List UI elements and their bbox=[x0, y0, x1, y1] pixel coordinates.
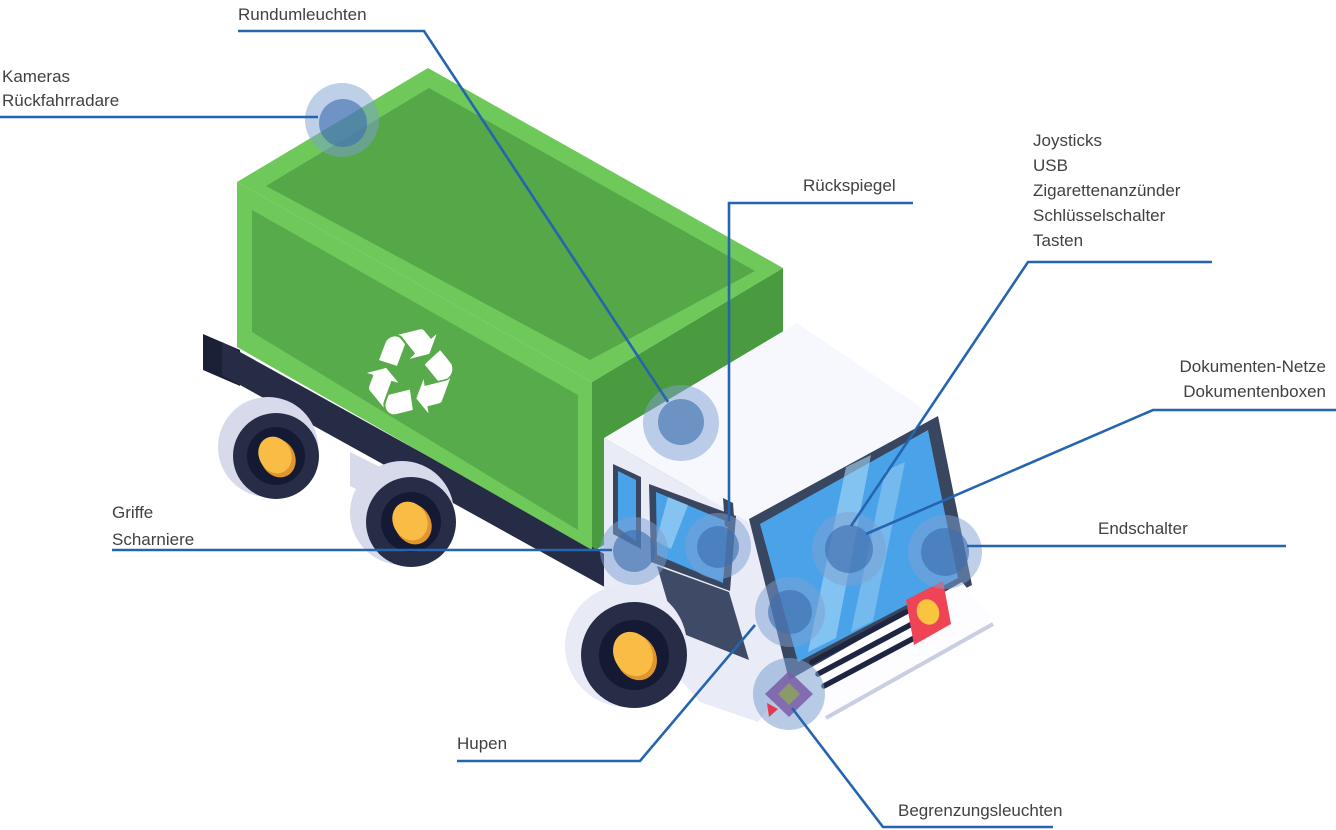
leader-begrenzungsleuchten bbox=[790, 707, 1053, 829]
leader-lines bbox=[0, 29, 1336, 829]
marker-kameras-rueckfahrradare bbox=[305, 83, 379, 157]
label-line: Tasten bbox=[1033, 231, 1084, 250]
label-line: Dokumentenboxen bbox=[1183, 382, 1326, 401]
label-line: Rückspiegel bbox=[803, 176, 896, 195]
label-line: Schlüsselschalter bbox=[1033, 206, 1166, 225]
container-front-face-panel bbox=[252, 210, 578, 530]
marker-endschalter bbox=[908, 515, 982, 589]
rear-wheel-1 bbox=[218, 397, 319, 499]
marker-rueckspiegel bbox=[685, 513, 751, 579]
label-line: Rundumleuchten bbox=[238, 5, 367, 24]
label-line: Kameras bbox=[2, 67, 71, 86]
recycling-icon: ♻ bbox=[349, 294, 471, 457]
rear-wheel-2 bbox=[350, 461, 456, 567]
label-line: Dokumenten-Netze bbox=[1179, 357, 1326, 376]
corner-light-red-tip bbox=[767, 703, 778, 717]
label-griffe-scharniere: Griffe Scharniere bbox=[112, 499, 194, 553]
label-line: Joysticks bbox=[1033, 131, 1102, 150]
corner-light-lens bbox=[778, 683, 800, 705]
marker-begrenzungsleuchte bbox=[753, 658, 825, 730]
label-rueckspiegel: Rückspiegel bbox=[803, 173, 896, 198]
marker-rundumleuchten bbox=[643, 385, 719, 461]
label-rundumleuchten: Rundumleuchten bbox=[238, 2, 367, 27]
leader-cockpit bbox=[849, 260, 1212, 527]
cab-roof bbox=[604, 323, 937, 524]
annotation-markers bbox=[305, 83, 982, 730]
leader-hupen bbox=[457, 624, 756, 763]
label-hupen: Hupen bbox=[457, 731, 507, 756]
door-lower-panel bbox=[657, 566, 749, 660]
marker-griffe-scharniere bbox=[600, 517, 668, 585]
label-cockpit-controls: Joysticks USB Zigarettenanzünder Schlüss… bbox=[1033, 128, 1180, 253]
front-signal-bulb bbox=[916, 599, 940, 625]
label-line: Begrenzungsleuchten bbox=[898, 801, 1063, 820]
label-line: Hupen bbox=[457, 734, 508, 753]
label-line: USB bbox=[1033, 156, 1068, 175]
leader-rueckspiegel bbox=[727, 201, 913, 521]
grille-stripes bbox=[809, 609, 921, 689]
label-begrenzungsleuchten: Begrenzungsleuchten bbox=[898, 798, 1062, 823]
container-top-inner bbox=[266, 88, 755, 360]
label-line: Zigarettenanzünder bbox=[1033, 181, 1181, 200]
marker-hupen bbox=[755, 577, 825, 647]
label-line: Endschalter bbox=[1098, 519, 1188, 538]
label-line: Griffe bbox=[112, 503, 154, 522]
label-kameras-rueckfahrradare: Kameras Rückfahrradare bbox=[2, 65, 119, 113]
leader-rundumleuchten bbox=[238, 29, 670, 403]
recycling-container: ♻ bbox=[237, 68, 783, 550]
bumper-edge-shade bbox=[825, 622, 994, 720]
label-line: Scharniere bbox=[112, 530, 195, 549]
marker-cockpit-dokumente bbox=[812, 512, 886, 586]
leader-dokumente bbox=[865, 408, 1336, 536]
label-dokumente: Dokumenten-Netze Dokumentenboxen bbox=[1180, 354, 1326, 404]
front-wheel bbox=[565, 585, 687, 708]
recycling-truck-illustration: ♻ bbox=[203, 68, 995, 722]
label-line: Rückfahrradare bbox=[2, 91, 120, 110]
label-endschalter: Endschalter bbox=[1098, 516, 1188, 541]
